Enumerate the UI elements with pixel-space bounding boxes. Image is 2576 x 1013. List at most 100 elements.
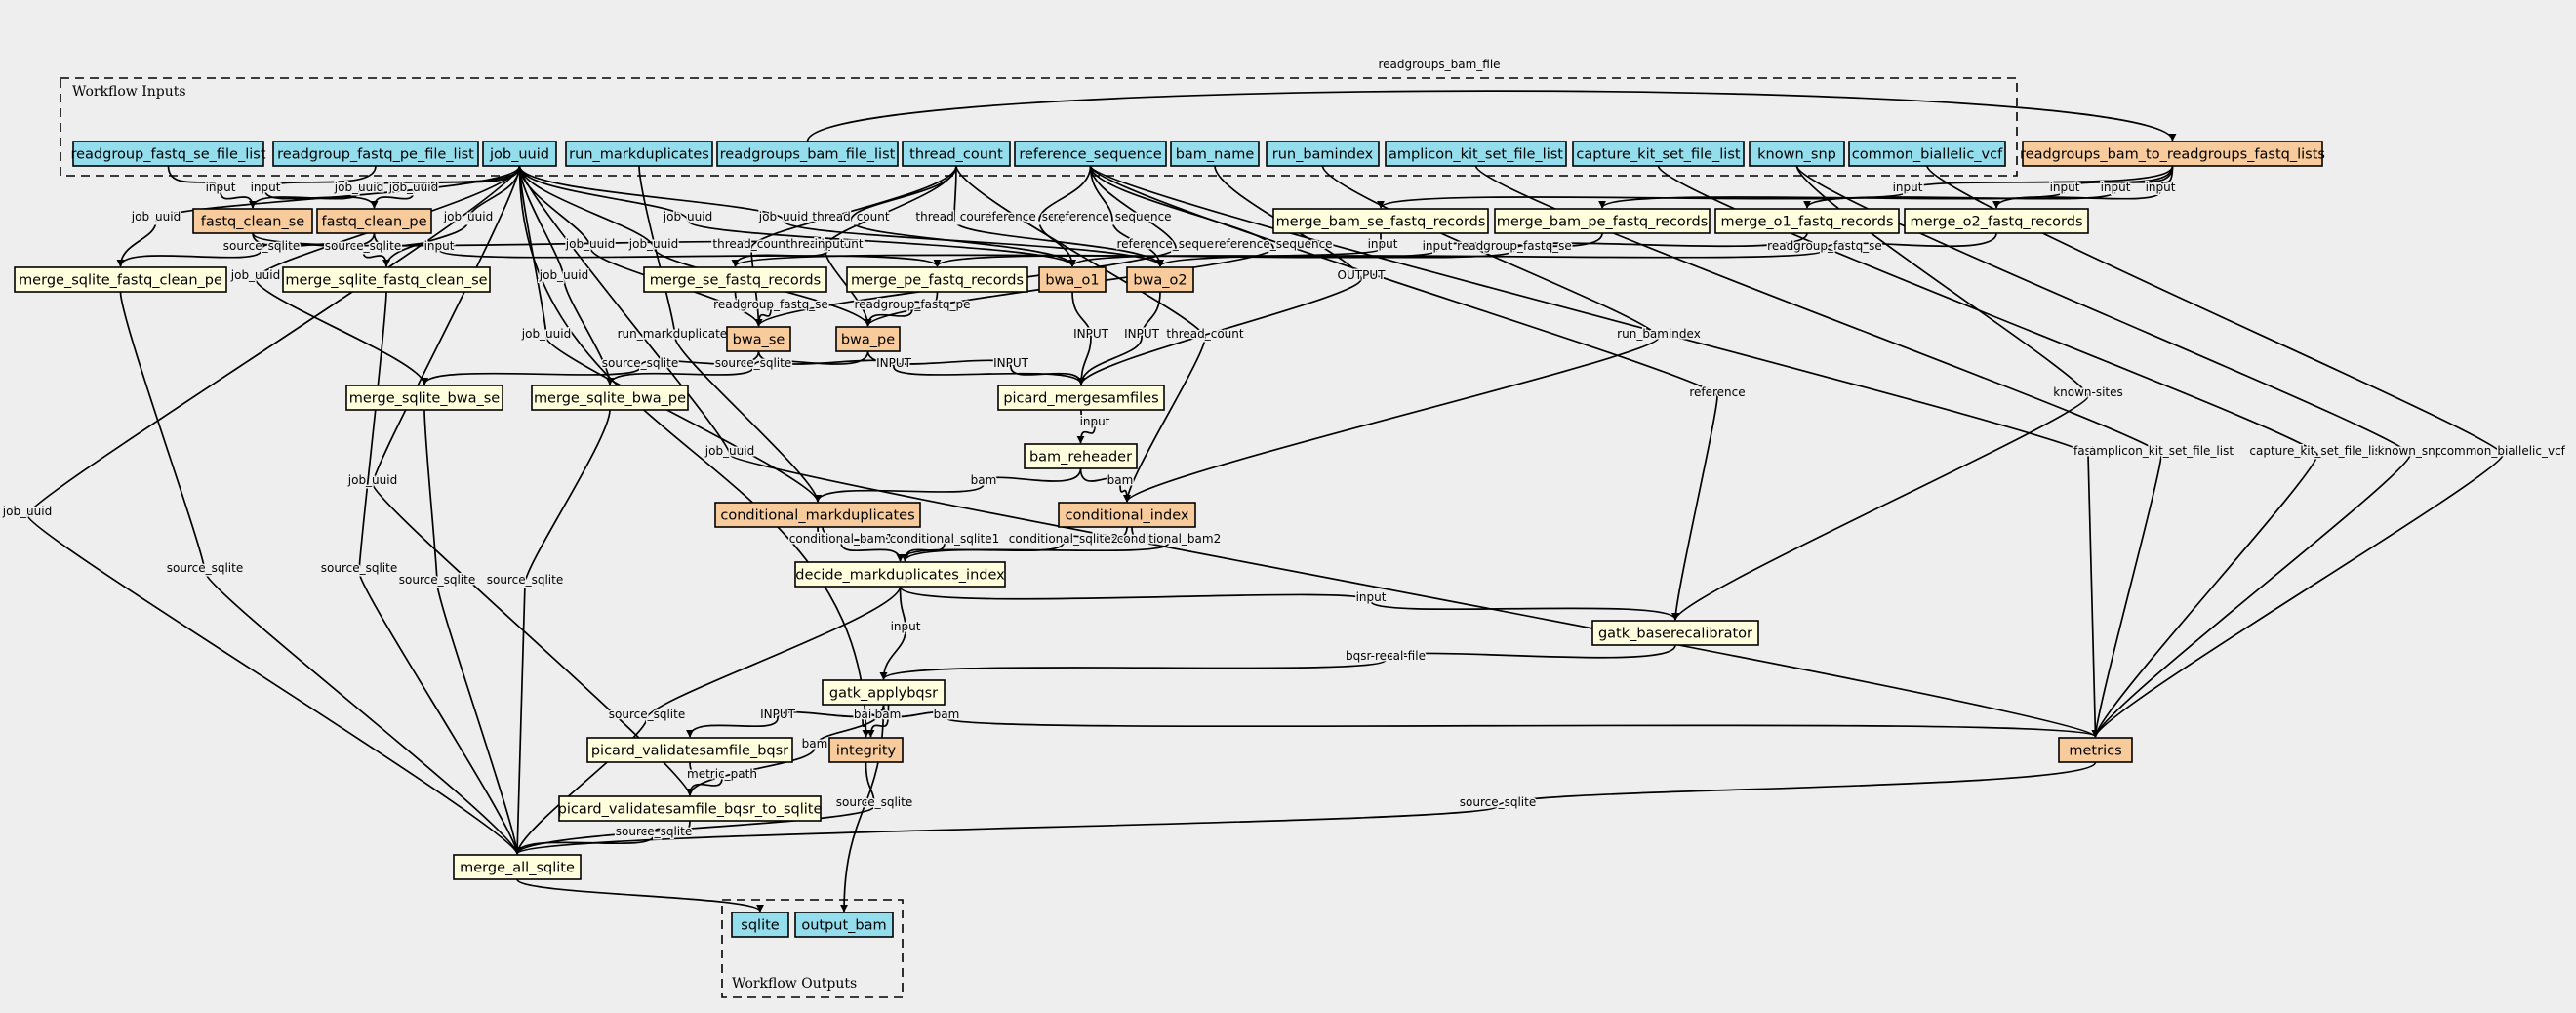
node-box bbox=[1058, 502, 1196, 528]
node-bwa-se: bwa_se bbox=[726, 326, 791, 352]
edge-job-uuid-to-bwa-o2 bbox=[518, 165, 1164, 267]
edge-job-uuid-to-conditional-markduplicates bbox=[518, 165, 822, 503]
edge-picard-validatesamfile-bqsr-to-picard-validatesamfile-bqsr-to-sqlite bbox=[686, 761, 723, 796]
edge-label: job_uuid bbox=[347, 473, 397, 487]
node-label: gatk_baserecalibrator bbox=[1598, 627, 1752, 642]
node-label: run_markduplicates bbox=[569, 147, 709, 163]
edge-merge-sqlite-bwa-se-to-merge-all-sqlite bbox=[423, 409, 521, 855]
edge-gatk-applybqsr-to-metrics bbox=[882, 704, 2100, 738]
edge-common-biallelic-vcf-to-metrics bbox=[1926, 165, 2504, 738]
edge-label: amplicon_kit_set_file_list bbox=[2089, 444, 2234, 458]
node-box bbox=[1385, 141, 1567, 167]
edge-label: source_sqlite bbox=[715, 356, 791, 370]
node-box bbox=[192, 208, 313, 234]
edge-label: job_uuid bbox=[539, 268, 588, 282]
edge-label: conditional_bam1 bbox=[789, 532, 893, 546]
node-capture-kit-set-file-list: capture_kit_set_file_list bbox=[1572, 141, 1745, 167]
edge-job-uuid-to-bwa-o1 bbox=[518, 165, 1076, 267]
edge-thread-count-to-bwa-o2 bbox=[953, 165, 1164, 267]
edge-label: reference_sequence bbox=[1053, 210, 1171, 223]
node-fastq-clean-pe: fastq_clean_pe bbox=[316, 208, 432, 234]
node-label: merge_sqlite_bwa_pe bbox=[534, 391, 686, 407]
edge-label: job_uuid bbox=[704, 444, 754, 458]
node-conditional-markduplicates: conditional_markduplicates bbox=[714, 502, 921, 528]
node-label: bam_reheader bbox=[1029, 450, 1132, 466]
node-box bbox=[1714, 208, 1900, 234]
edge-merge-sqlite-fastq-clean-se-to-merge-all-sqlite bbox=[358, 291, 521, 855]
edge-metrics-to-merge-all-sqlite bbox=[513, 761, 2097, 855]
node-box bbox=[643, 266, 827, 293]
node-label: merge_bam_se_fastq_records bbox=[1276, 215, 1486, 230]
edge-label: job_uuid bbox=[2, 505, 52, 518]
edge-label: capture_kit_set_file_list bbox=[2249, 444, 2385, 458]
edge-label: job_uuid bbox=[663, 210, 712, 223]
edge-label: INPUT bbox=[760, 708, 796, 721]
edge-decide-markduplicates-index-to-gatk-baserecalibrator bbox=[899, 586, 1679, 621]
edge-label: INPUT bbox=[1124, 327, 1160, 341]
node-label: picard_validatesamfile_bqsr bbox=[591, 744, 788, 759]
edge-label: job_uuid bbox=[334, 181, 383, 194]
edge-label: known-sites bbox=[2053, 385, 2123, 399]
node-label: merge_sqlite_bwa_se bbox=[349, 391, 501, 407]
edge-label: OUTPUT bbox=[1338, 268, 1387, 282]
node-label: merge_o2_fastq_records bbox=[1910, 215, 2082, 230]
edge-readgroups-bam-file-list-to-readgroups-bam-to-readgroups-fastq-lists bbox=[806, 90, 2177, 142]
node-merge-bam-se-fastq-records: merge_bam_se_fastq_records bbox=[1272, 208, 1489, 234]
node-label: merge_bam_pe_fastq_records bbox=[1497, 215, 1709, 230]
edge-label: reference_sequence bbox=[1214, 237, 1332, 251]
node-label: known_snp bbox=[1757, 147, 1836, 163]
edge-label: common_biallelic_vcf bbox=[2440, 444, 2566, 458]
node-box bbox=[345, 385, 503, 411]
node-box bbox=[1038, 266, 1107, 293]
node-box bbox=[558, 795, 822, 822]
node-label: metrics bbox=[2069, 744, 2121, 759]
edge-fastq-clean-se-to-merge-sqlite-fastq-clean-se bbox=[252, 232, 390, 267]
node-bwa-o2: bwa_o2 bbox=[1126, 266, 1194, 293]
edge-gatk-baserecalibrator-to-gatk-applybqsr bbox=[879, 644, 1676, 680]
edge-picard-validatesamfile-bqsr-to-sqlite-to-merge-all-sqlite bbox=[513, 820, 691, 855]
edge-label: thread_count bbox=[785, 237, 863, 251]
node-label: conditional_index bbox=[1066, 508, 1189, 524]
node-box bbox=[272, 141, 479, 167]
edge-bwa-o2-to-picard-mergesamfiles bbox=[1077, 291, 1161, 385]
node-label: fastq_clean_pe bbox=[321, 215, 426, 230]
node-merge-all-sqlite: merge_all_sqlite bbox=[453, 854, 582, 880]
edge-label: job_uuid bbox=[521, 327, 571, 341]
edge-label: job_uuid bbox=[628, 237, 678, 251]
node-box bbox=[1272, 208, 1489, 234]
workflow-inputs-label: Workflow Inputs bbox=[72, 84, 186, 100]
node-label: bwa_o2 bbox=[1133, 273, 1187, 289]
edge-conditional-index-to-decide-markduplicates-index bbox=[901, 526, 1170, 562]
workflow-outputs-cluster bbox=[721, 899, 904, 998]
node-readgroup-fastq-pe-file-list: readgroup_fastq_pe_file_list bbox=[272, 141, 479, 167]
edge-decide-markduplicates-index-to-merge-all-sqlite bbox=[513, 586, 902, 855]
node-bwa-o1: bwa_o1 bbox=[1038, 266, 1107, 293]
edge-label: metric_path bbox=[687, 767, 757, 781]
edge-label: known_snp bbox=[2378, 444, 2443, 458]
edge-thread-count-to-conditional-index bbox=[955, 165, 1206, 503]
edge-job-uuid-to-bwa-pe bbox=[518, 165, 872, 327]
node-box bbox=[1024, 443, 1138, 469]
edge-reference-sequence-to-metrics bbox=[1089, 165, 2100, 738]
edge-reference-sequence-to-gatk-baserecalibrator bbox=[1089, 165, 1718, 621]
edge-label: INPUT bbox=[1073, 327, 1109, 341]
node-reference-sequence: reference_sequence bbox=[1014, 141, 1167, 167]
edge-merge-o2-fastq-records-to-bwa-o2 bbox=[1156, 232, 1997, 267]
node-known-snp: known_snp bbox=[1749, 141, 1845, 167]
edge-run-markduplicates-to-conditional-markduplicates bbox=[638, 165, 822, 503]
node-picard-mergesamfiles: picard_mergesamfiles bbox=[997, 385, 1165, 411]
node-label: common_biallelic_vcf bbox=[1852, 147, 2003, 163]
edge-label: source_sqlite bbox=[167, 561, 243, 575]
edge-label: job_uuid bbox=[388, 181, 438, 194]
edge-reference-sequence-to-bwa-o2 bbox=[1089, 165, 1164, 267]
edge-label: input bbox=[2146, 181, 2176, 194]
node-amplicon-kit-set-file-list: amplicon_kit_set_file_list bbox=[1385, 141, 1567, 167]
edge-job-uuid-to-bwa-se bbox=[518, 165, 763, 327]
node-box bbox=[565, 141, 713, 167]
edge-job-uuid-to-integrity bbox=[518, 165, 870, 738]
node-label: readgroups_bam_to_readgroups_fastq_lists bbox=[2020, 147, 2325, 163]
edge-label: input bbox=[1356, 590, 1387, 604]
node-box bbox=[846, 266, 1028, 293]
node-integrity: integrity bbox=[828, 737, 904, 763]
